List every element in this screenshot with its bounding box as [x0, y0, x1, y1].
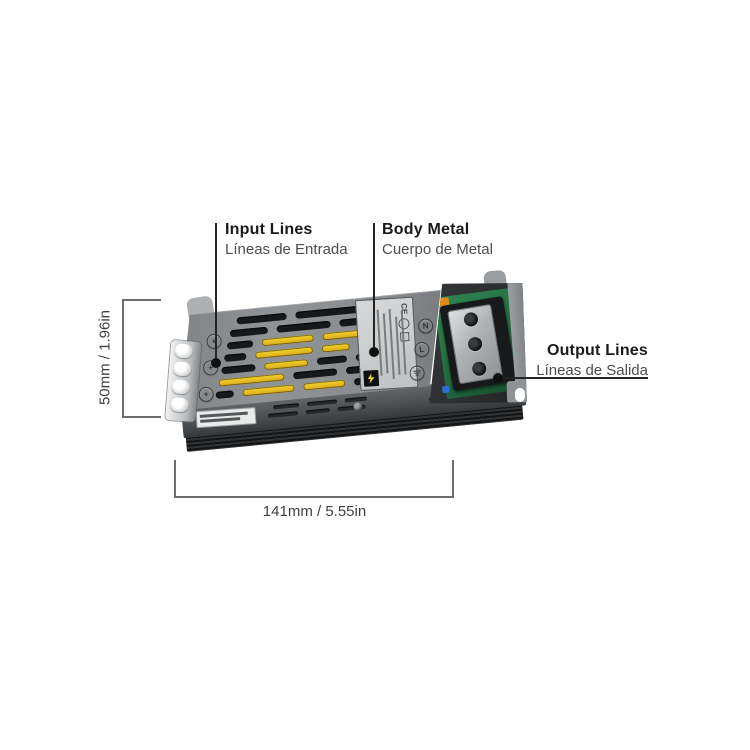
case-screw — [353, 401, 363, 412]
serial-label — [195, 407, 257, 429]
ground-symbol-icon — [409, 365, 425, 381]
input-terminal — [172, 361, 192, 377]
length-dimension-label: 141mm / 5.55in — [262, 503, 367, 520]
output-title: Output Lines — [546, 342, 648, 359]
input-callout-dot — [211, 358, 221, 368]
height-dim-tick-bottom — [122, 416, 161, 418]
input-title: Input Lines — [225, 221, 313, 238]
length-dim-line — [174, 496, 454, 498]
ul-mark-icon — [398, 318, 410, 330]
body-subtitle: Cuerpo de Metal — [382, 241, 493, 258]
height-dim-tick-top — [122, 299, 161, 301]
height-dimension-label: 50mm / 1.96in — [96, 309, 114, 406]
output-callout-label: Output Lines Líneas de Salida — [470, 341, 648, 380]
body-title: Body Metal — [382, 221, 470, 238]
screw-emboss-icon: + — [198, 386, 214, 402]
live-symbol: L — [414, 341, 430, 357]
input-terminal-block — [165, 339, 202, 423]
length-dim-tick-right — [452, 460, 454, 498]
spec-sticker: CE — [355, 297, 418, 391]
input-terminal — [171, 379, 191, 395]
fine-print-line — [377, 310, 383, 376]
height-dim-line — [122, 299, 124, 418]
fine-print-line — [383, 313, 389, 373]
input-terminal — [169, 397, 189, 413]
lightning-bolt-icon — [367, 373, 375, 383]
input-callout-line — [215, 223, 217, 358]
body-callout-label: Body Metal Cuerpo de Metal — [382, 220, 493, 259]
mounting-notch — [515, 388, 525, 402]
body-callout-line — [373, 223, 375, 347]
output-callout-dot — [493, 373, 503, 383]
input-subtitle: Líneas de Entrada — [225, 241, 348, 258]
terminal-hole — [463, 312, 479, 328]
brand-logo — [363, 370, 379, 387]
component-blue — [442, 386, 450, 394]
input-terminal — [174, 343, 194, 359]
mounting-notch-tab — [507, 381, 532, 404]
neutral-symbol: N — [417, 318, 433, 334]
fine-print-line — [389, 309, 395, 379]
input-callout-label: Input Lines Líneas de Entrada — [225, 220, 348, 259]
output-subtitle: Líneas de Salida — [536, 362, 648, 379]
length-dim-tick-left — [174, 460, 176, 498]
output-callout-line — [497, 377, 648, 379]
body-callout-dot — [369, 347, 379, 357]
